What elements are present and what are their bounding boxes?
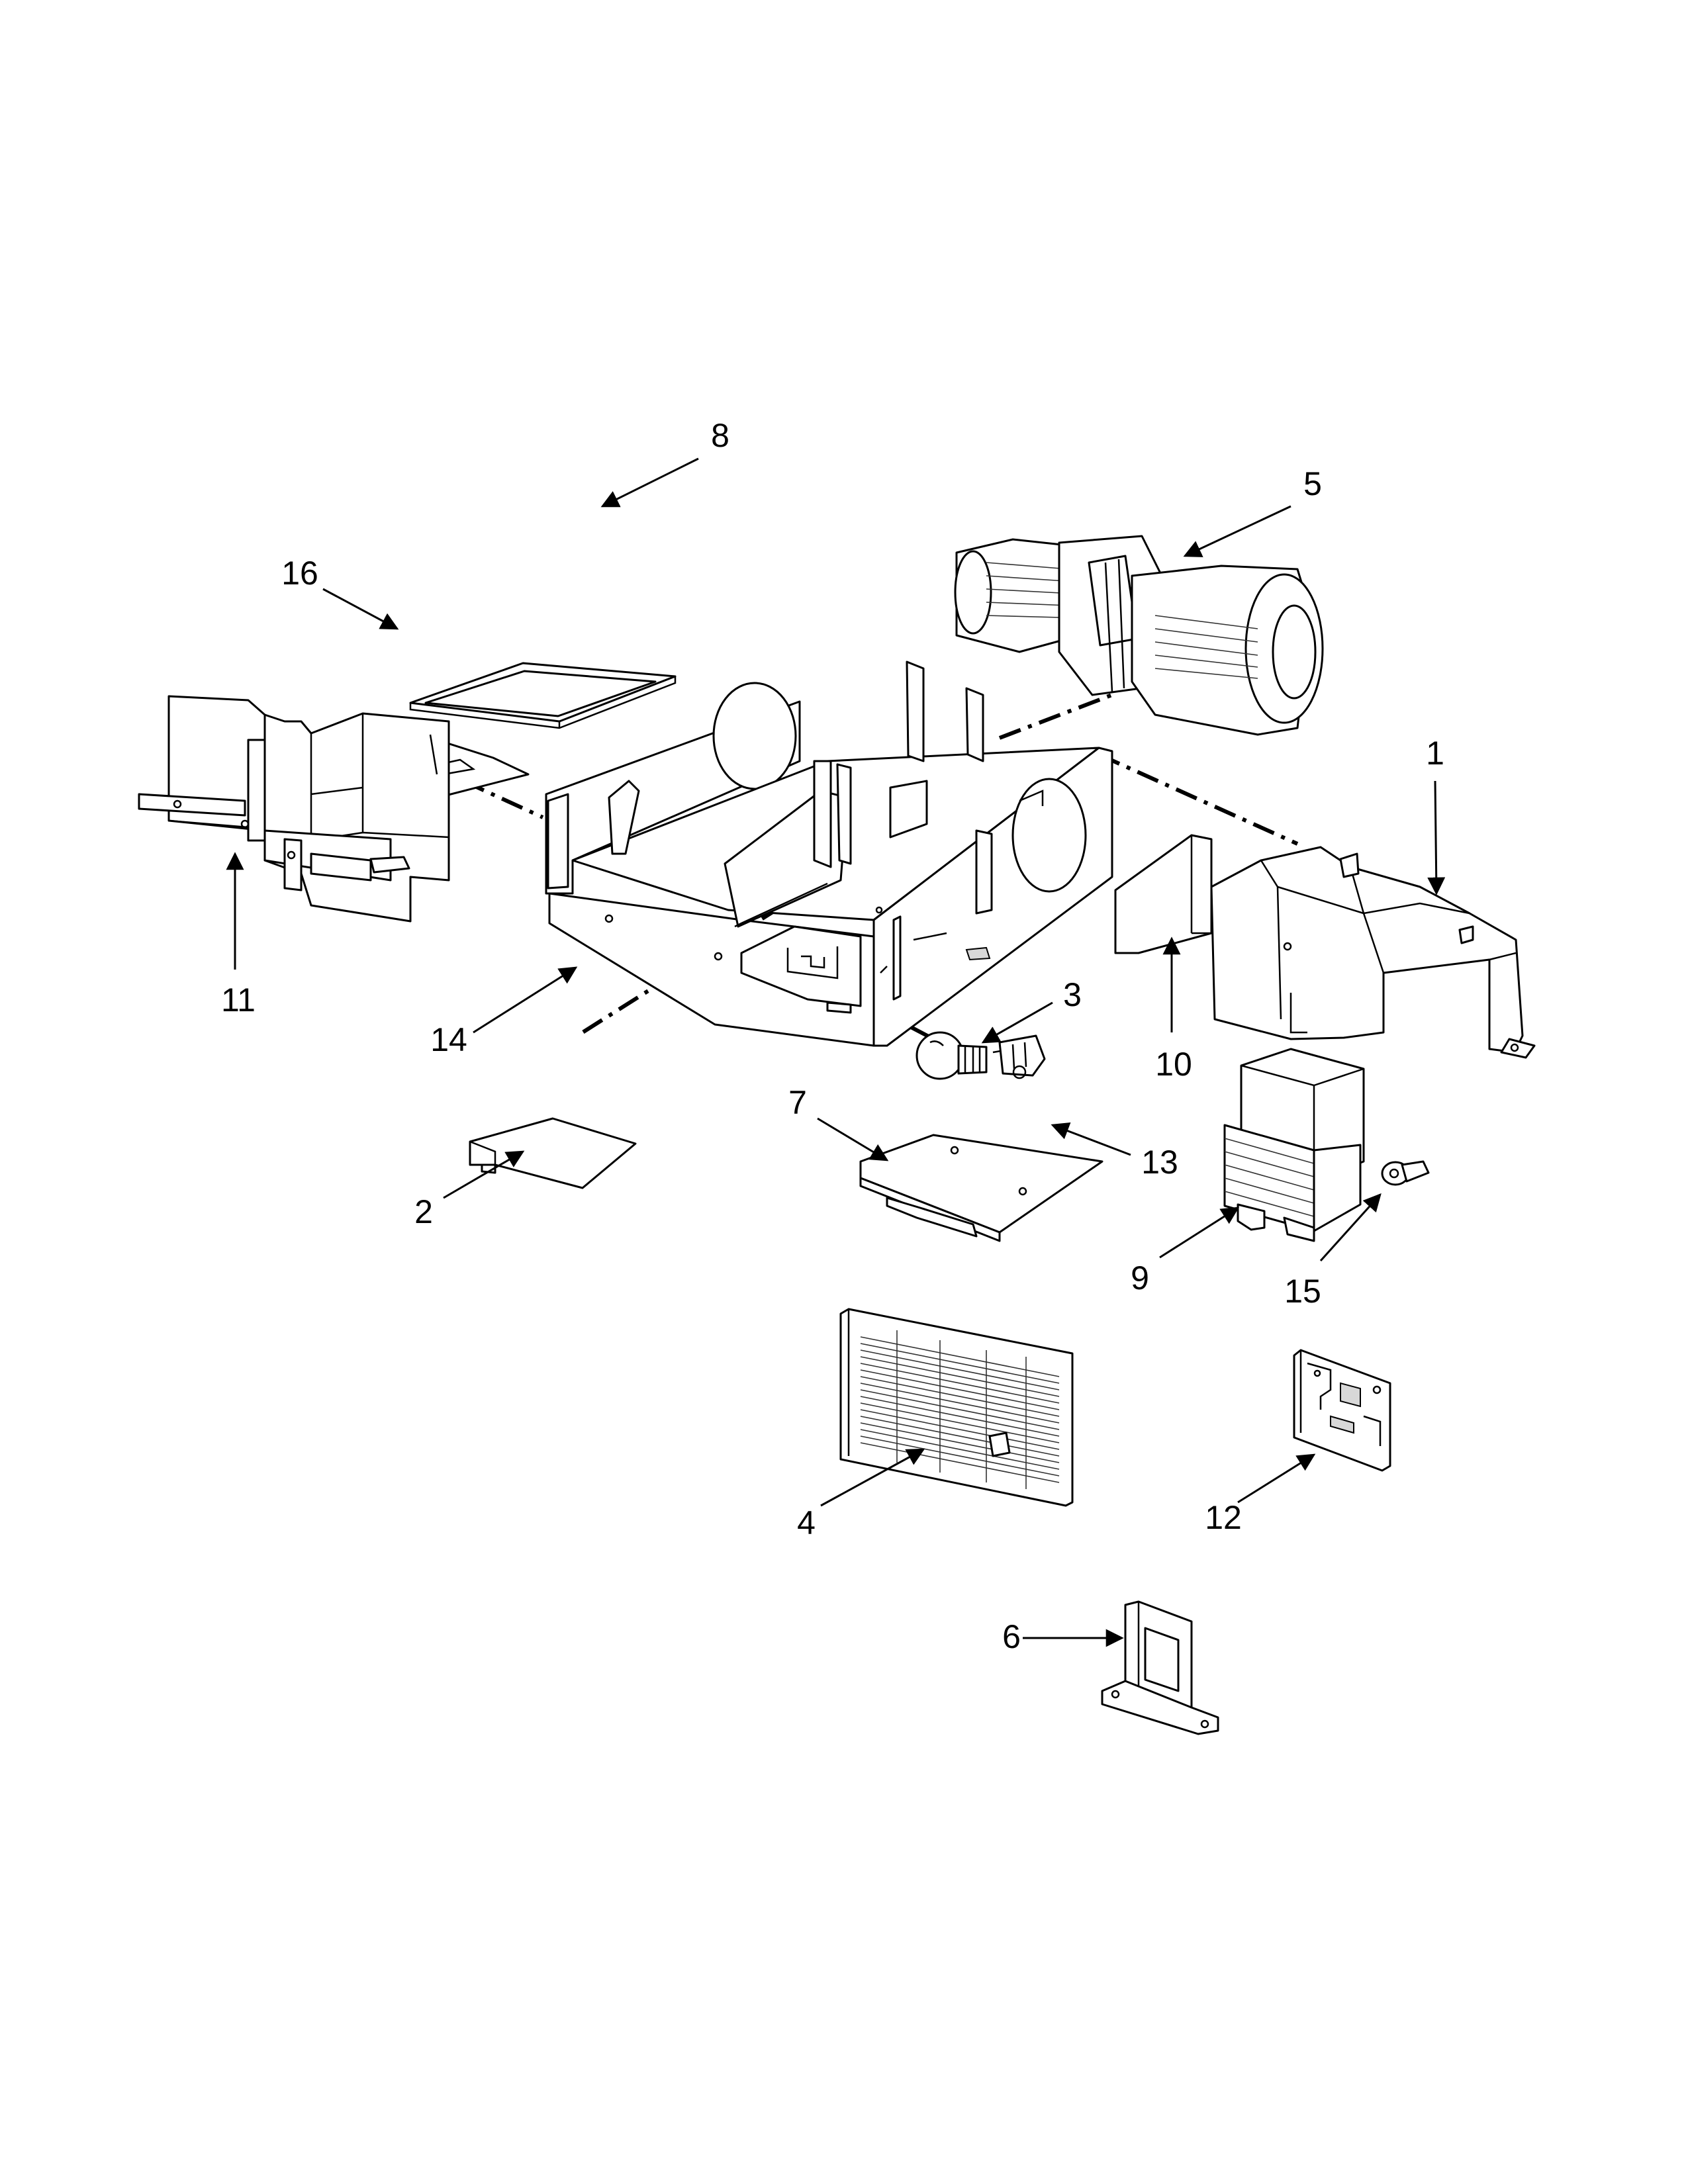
part-6-latch: [1101, 1600, 1219, 1735]
callout-14: 14: [430, 1021, 467, 1058]
part-15-thermal-protector: [1381, 1160, 1430, 1186]
callout-2: 2: [414, 1193, 433, 1230]
part-3-lamp-bulb: [915, 1031, 988, 1080]
callout-4: 4: [797, 1504, 816, 1541]
callout-9: 9: [1131, 1259, 1149, 1297]
part-13-lamp-socket: [992, 1034, 1046, 1079]
callout-6: 6: [1002, 1618, 1021, 1655]
part-7-cover-plate: [859, 1134, 1103, 1242]
part-10-side-plate: [1114, 834, 1213, 954]
part-2-cover: [469, 1117, 637, 1189]
callout-3: 3: [1063, 976, 1082, 1013]
callout-5: 5: [1303, 465, 1322, 502]
part-12-control-board: [1293, 1349, 1391, 1472]
leader-lines: [226, 457, 1446, 1647]
callout-1: 1: [1426, 735, 1444, 772]
callout-16: 16: [281, 555, 318, 592]
callout-15: 15: [1284, 1273, 1321, 1310]
part-1-exhaust-duct: [1210, 846, 1536, 1059]
part-5-blower-motor: [954, 535, 1324, 736]
part-4-vent-grille: [839, 1308, 1074, 1507]
part-11-side-duct: [138, 695, 450, 923]
callout-7: 7: [788, 1084, 807, 1121]
callout-labels: 8 5 16 1 11 14 3 10 7 13 2 9 15 4 12 6: [221, 417, 1444, 1655]
callout-10: 10: [1155, 1046, 1192, 1083]
part-8-filter-frame: [409, 662, 677, 729]
part-14-base-chassis: [545, 660, 1113, 1047]
callout-8: 8: [711, 417, 729, 454]
callout-11: 11: [221, 981, 256, 1019]
part-9-transformer: [1223, 1048, 1365, 1242]
callout-13: 13: [1141, 1144, 1178, 1181]
callout-12: 12: [1205, 1499, 1242, 1536]
